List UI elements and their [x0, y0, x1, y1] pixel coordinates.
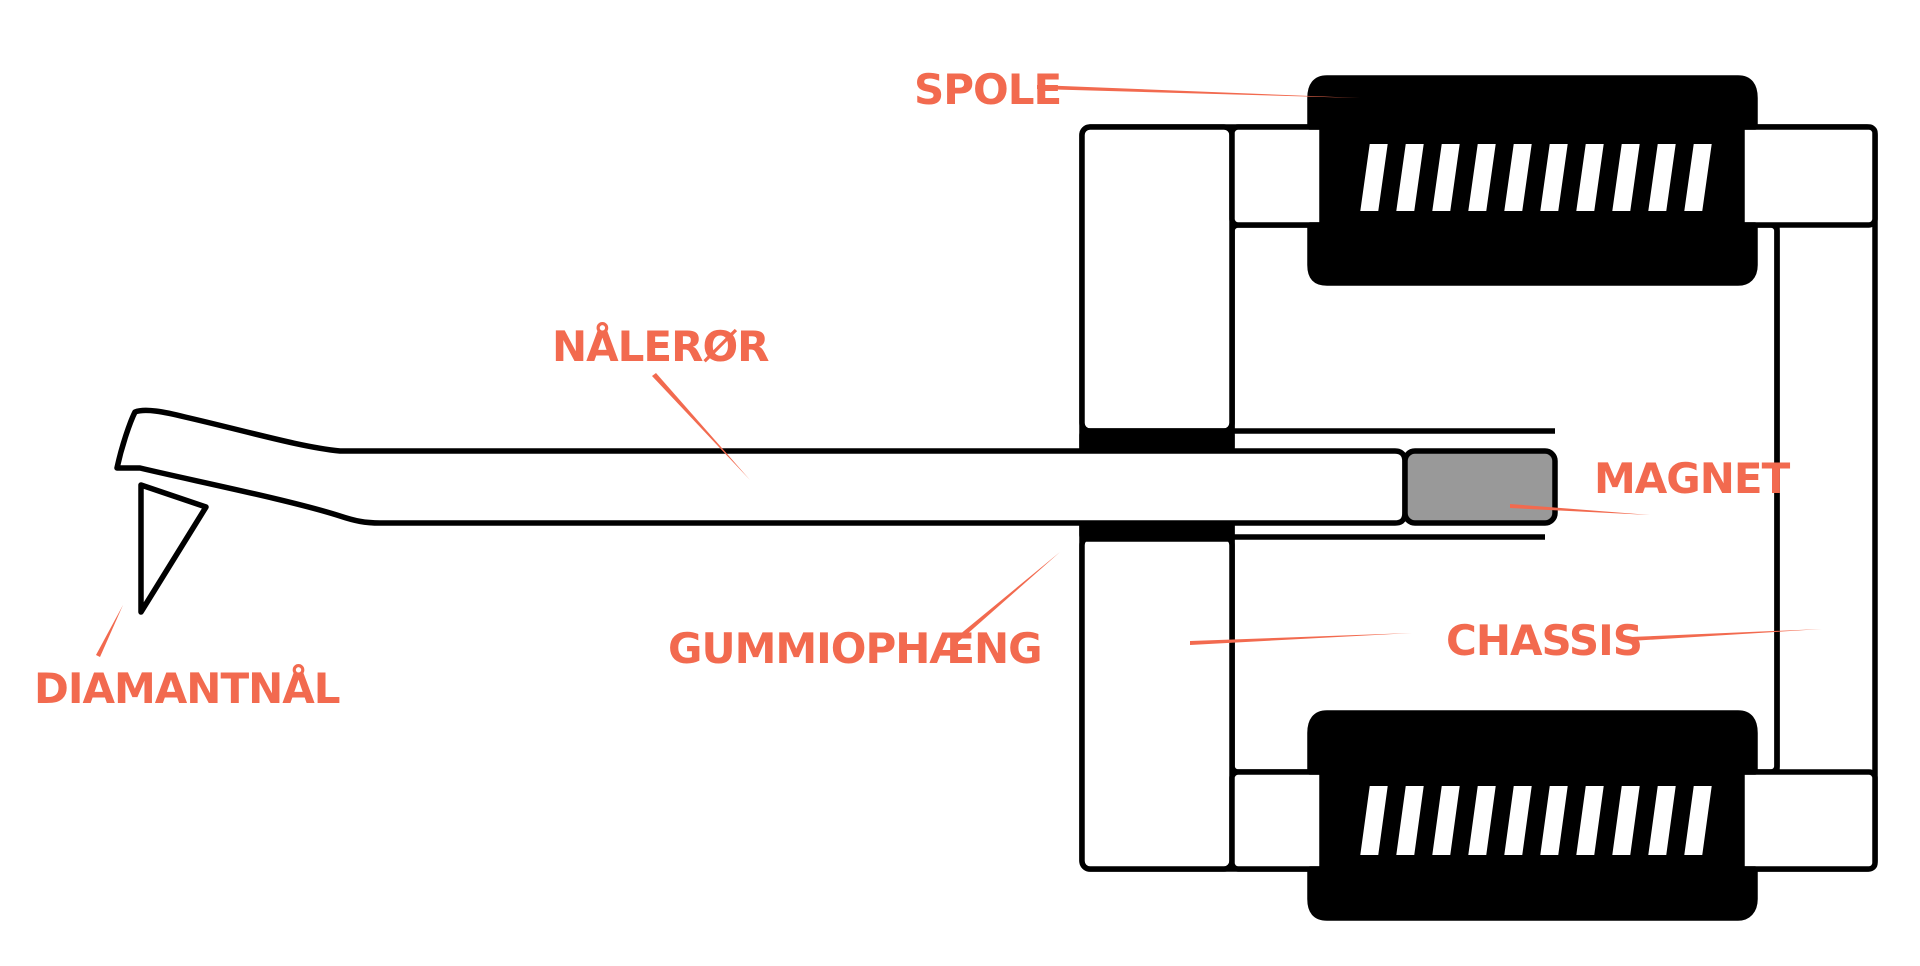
lower-coil-bobbin: [1307, 710, 1758, 921]
leader-lines: [96, 85, 1822, 657]
chassis-lower-left-block: [1079, 534, 1235, 872]
diamond-needle: [138, 482, 209, 615]
chassis-upper-left-block: [1079, 124, 1235, 434]
lower-coil-windings: [1355, 782, 1717, 859]
leader-nalerør: [652, 373, 750, 480]
rubber-suspension-top: [1079, 428, 1235, 454]
leader-gummiophaeng: [953, 552, 1060, 643]
label-nalerør: NÅLERØR: [552, 321, 769, 371]
label-chassis: CHASSIS: [1446, 616, 1642, 665]
label-gummiophaeng: GUMMIOPHÆNG: [668, 624, 1042, 673]
label-diamantnal: DIAMANTNÅL: [34, 663, 340, 713]
leader-diamantnal: [96, 605, 123, 657]
label-spole: SPOLE: [914, 65, 1061, 114]
leader-spole: [1037, 85, 1360, 98]
upper-coil-windings: [1355, 140, 1717, 215]
magnet-block: [1402, 448, 1558, 526]
leader-chassis-right: [1630, 629, 1822, 641]
leader-chassis-left: [1190, 633, 1412, 645]
leader-magnet: [1510, 504, 1650, 515]
labels: SPOLE NÅLERØR MAGNET GUMMIOPHÆNG CHASSIS…: [34, 65, 1792, 713]
stylus-tube: [114, 407, 1408, 526]
lower-coil: [1307, 710, 1758, 921]
label-magnet: MAGNET: [1594, 454, 1791, 503]
upper-coil: [1307, 75, 1758, 286]
